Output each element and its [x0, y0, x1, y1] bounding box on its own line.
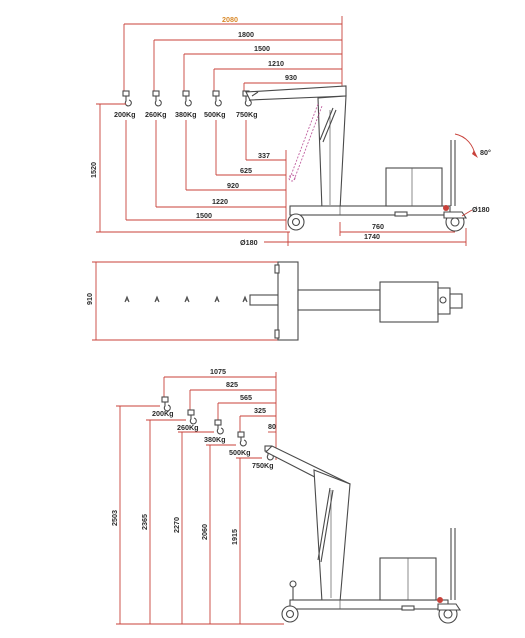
dim-910: 910 [85, 293, 94, 305]
height-dimension-lines [116, 405, 284, 625]
dim-930: 930 [285, 73, 297, 82]
dim-1740: 1740 [364, 232, 380, 241]
angle-arc [454, 133, 476, 157]
crane-top-body [249, 261, 463, 341]
hook-icon [214, 419, 224, 435]
load-label: 380Kg [175, 110, 197, 119]
load-label: 500Kg [204, 110, 226, 119]
reach-dimension-lines [125, 120, 287, 230]
load-label: 750Kg [236, 110, 258, 119]
dim-front-wheel: Ø180 [240, 238, 258, 247]
dim-825: 825 [226, 380, 238, 389]
dim-2365: 2365 [140, 514, 149, 530]
dim-1220: 1220 [212, 197, 228, 206]
top-dimension-lines [123, 16, 343, 92]
load-label: 200Kg [152, 409, 174, 418]
hooks-side [122, 90, 252, 107]
hook-icon [184, 295, 190, 303]
dim-80: 80 [268, 422, 276, 431]
hook-icon [214, 295, 220, 303]
hook-icon [237, 431, 247, 447]
dim-2503: 2503 [110, 510, 119, 526]
hook-icon [182, 90, 192, 107]
crane-side-body [245, 85, 468, 232]
dim-1520: 1520 [89, 162, 98, 178]
hook-icon [187, 409, 197, 425]
load-label: 260Kg [177, 423, 199, 432]
side-view: 2080 1800 1500 1210 930 200Kg 260Kg [89, 15, 491, 247]
dim-1075: 1075 [210, 367, 226, 376]
load-label: 500Kg [229, 448, 251, 457]
hook-icon [242, 295, 248, 303]
hook-icon [212, 90, 222, 107]
crane-raised-body [265, 445, 462, 624]
raised-view: 1075 825 565 325 80 200Kg 260Kg 380Kg 50… [110, 367, 462, 625]
load-label: 750Kg [252, 461, 274, 470]
load-label: 380Kg [204, 435, 226, 444]
top-hooks [124, 295, 248, 303]
dim-1800: 1800 [238, 30, 254, 39]
dim-1915: 1915 [230, 529, 239, 545]
angle-80: 80° [480, 148, 491, 157]
hook-icon [154, 295, 160, 303]
dim-760: 760 [372, 222, 384, 231]
hook-icon [152, 90, 162, 107]
dim-920: 920 [227, 181, 239, 190]
dim-325: 325 [254, 406, 266, 415]
hook-icon [161, 396, 171, 412]
dim-2270: 2270 [172, 517, 181, 533]
dim-rear-wheel: Ø180 [472, 205, 490, 214]
dim-2080: 2080 [222, 15, 238, 24]
dim-2060: 2060 [200, 524, 209, 540]
dim-1500: 1500 [196, 211, 212, 220]
dim-1500: 1500 [254, 44, 270, 53]
hook-icon [122, 90, 132, 107]
load-label: 260Kg [145, 110, 167, 119]
raised-top-dimension-lines [163, 372, 277, 460]
hook-icon [124, 295, 130, 303]
top-view: 910 [85, 261, 463, 341]
dim-625: 625 [240, 166, 252, 175]
dim-337: 337 [258, 151, 270, 160]
dim-1210: 1210 [268, 59, 284, 68]
dim-565: 565 [240, 393, 252, 402]
load-label: 200Kg [114, 110, 136, 119]
